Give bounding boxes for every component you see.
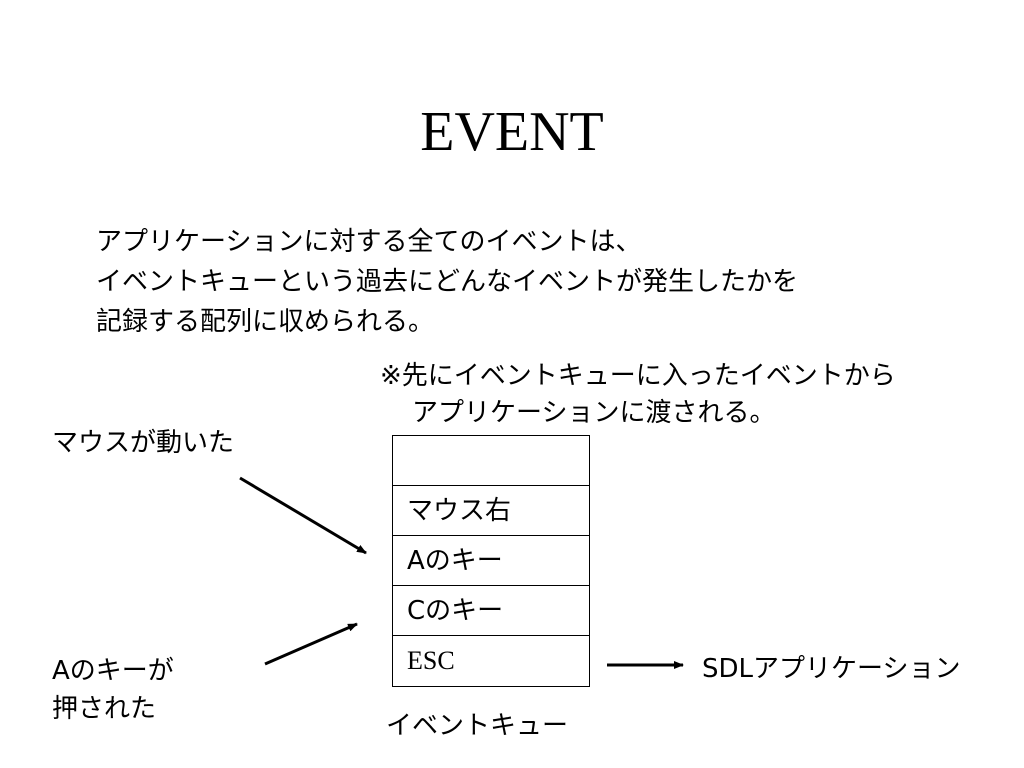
event-queue: マウス右 Aのキー Cのキー ESC [392,435,590,687]
queue-cell-empty [393,436,589,486]
note-line-2: アプリケーションに渡される。 [412,398,776,428]
sdl-application-label: SDLアプリケーション [702,654,961,684]
mouse-moved-label: マウスが動いた [52,428,235,458]
slide-title: EVENT [420,101,604,163]
description-line-2: イベントキューという過去にどんなイベントが発生したかを [96,267,799,297]
event-queue-caption: イベントキュー [386,711,569,741]
a-key-pressed-label-line-1: Aのキーが [52,656,174,686]
a-key-event-arrow [264,622,358,666]
description-line-3: 記録する配列に収められる。 [96,307,435,337]
queue-cell-c-key: Cのキー [393,586,589,636]
note-line-1: ※先にイベントキューに入ったイベントから [380,361,896,391]
description-line-1: アプリケーションに対する全てのイベントは、 [96,227,642,257]
queue-cell-mouse-right: マウス右 [393,486,589,536]
mouse-event-arrow [239,476,367,555]
queue-cell-esc: ESC [407,646,455,675]
queue-cell-a-key: Aのキー [393,536,589,586]
a-key-pressed-label-line-2: 押された [52,694,157,724]
